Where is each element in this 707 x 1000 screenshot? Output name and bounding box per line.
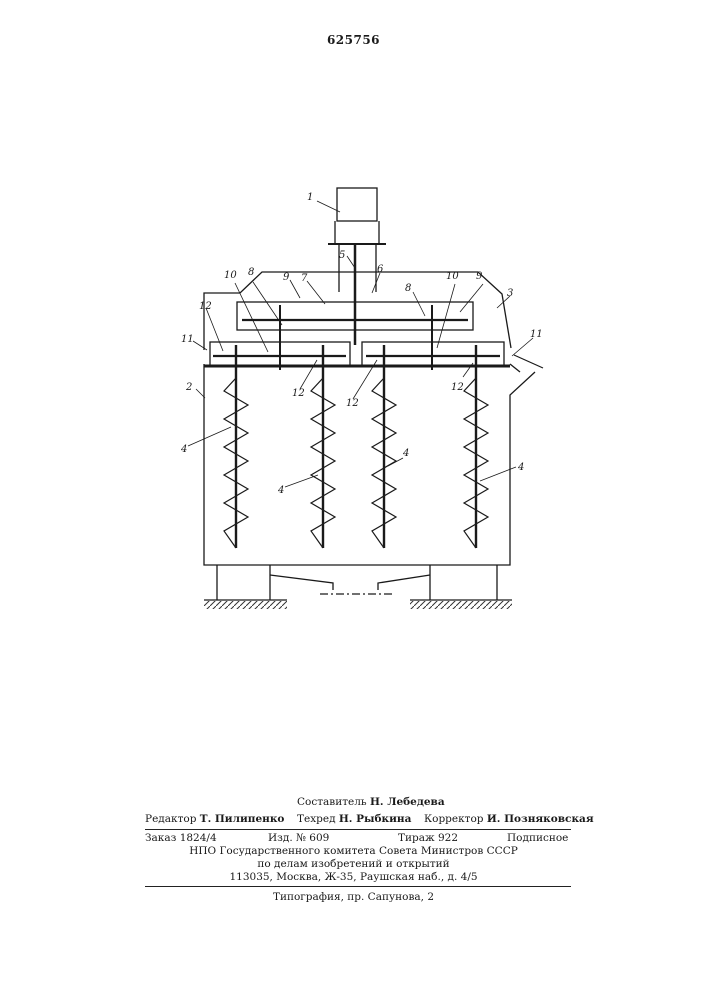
label-4-b: 4 — [277, 485, 284, 496]
label-2: 2 — [185, 382, 192, 393]
imprint-rule-bottom — [145, 886, 571, 887]
compiler-name: Н. Лебедева — [370, 796, 445, 808]
label-9-right: 9 — [476, 271, 483, 282]
label-6: 6 — [377, 264, 384, 275]
corrector-name: И. Позняковская — [487, 813, 594, 825]
label-4-c: 4 — [402, 448, 409, 459]
imprint-rule-top — [145, 829, 571, 830]
label-10-right: 10 — [446, 271, 459, 282]
editor-line: Редактор Т. Пилипенко — [145, 813, 284, 825]
label-11-left: 11 — [181, 334, 194, 345]
org-line-2: по делам изобретений и открытий — [0, 858, 707, 870]
circulation: Тираж 922 — [398, 832, 458, 844]
motor-box — [337, 188, 377, 221]
compiler-label: Составитель — [297, 796, 367, 808]
compiler-line: Составитель Н. Лебедева — [297, 796, 445, 808]
label-3: 3 — [507, 288, 513, 299]
screw-2 — [311, 345, 335, 548]
label-8-left: 8 — [248, 267, 254, 278]
label-12-mid1: 12 — [292, 388, 305, 399]
label-12-mid2: 12 — [346, 398, 359, 409]
address: 113035, Москва, Ж-35, Раушская наб., д. … — [0, 871, 707, 883]
tank-top — [204, 272, 511, 350]
label-12-left: 12 — [199, 301, 212, 312]
label-5: 5 — [339, 250, 345, 261]
label-12-right: 12 — [451, 382, 464, 393]
corrector-line: Корректор И. Позняковская — [424, 813, 594, 825]
label-7: 7 — [301, 273, 308, 284]
printer: Типография, пр. Сапунова, 2 — [0, 891, 707, 903]
editor-name: Т. Пилипенко — [200, 813, 285, 825]
techred-label: Техред — [297, 813, 336, 825]
label-11-right: 11 — [530, 329, 543, 340]
techred-line: Техред Н. Рыбкина — [297, 813, 411, 825]
label-8-right: 8 — [405, 283, 411, 294]
label-4-d: 4 — [517, 462, 524, 473]
techred-name: Н. Рыбкина — [339, 813, 412, 825]
edition-number: Изд. № 609 — [268, 832, 329, 844]
org-line-1: НПО Государственного комитета Совета Мин… — [0, 845, 707, 857]
screw-4 — [464, 345, 488, 548]
screw-3 — [372, 345, 396, 548]
corrector-label: Корректор — [424, 813, 484, 825]
tank-body — [204, 364, 535, 565]
label-1: 1 — [307, 192, 313, 203]
subscription: Подписное — [507, 832, 568, 844]
label-4-a: 4 — [180, 444, 187, 455]
label-9-left: 9 — [283, 272, 290, 283]
label-10-left: 10 — [224, 270, 237, 281]
screw-1 — [224, 345, 248, 548]
editor-label: Редактор — [145, 813, 196, 825]
order-number: Заказ 1824/4 — [145, 832, 217, 844]
